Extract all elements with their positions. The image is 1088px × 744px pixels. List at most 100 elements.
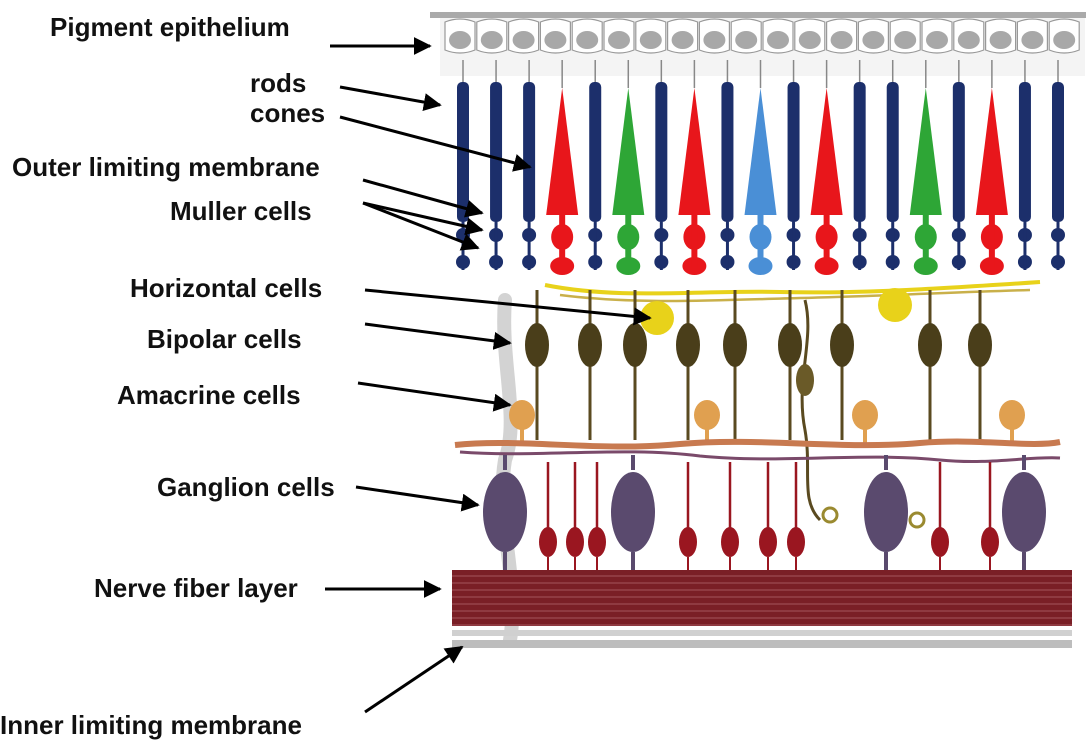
pigment-nucleus xyxy=(449,31,471,49)
pigment-nucleus xyxy=(862,31,884,49)
cone-outer-segment xyxy=(546,88,578,215)
label-muller-cells: Muller cells xyxy=(170,198,312,224)
label-rods: rods xyxy=(250,70,306,96)
label-outer-limiting-membrane: Outer limiting membrane xyxy=(12,154,320,180)
pigment-nucleus xyxy=(799,31,821,49)
bipolar-cell xyxy=(723,323,747,367)
pigment-nucleus xyxy=(481,31,503,49)
red-cell xyxy=(759,527,777,557)
ganglion-cells-arrow xyxy=(356,487,478,505)
bipolar-cell xyxy=(525,323,549,367)
ganglion-cell xyxy=(611,472,655,552)
pigment-nucleus xyxy=(1021,31,1043,49)
red-cell xyxy=(787,527,805,557)
pigment-nucleus xyxy=(894,31,916,49)
red-cone xyxy=(546,60,578,275)
bipolar-cell xyxy=(796,364,814,396)
inner-limiting-membrane-arrow xyxy=(365,647,462,712)
rod-outer-segment xyxy=(523,82,535,222)
rod xyxy=(886,60,900,270)
pigment-nucleus xyxy=(608,31,630,49)
rod-outer-segment xyxy=(1052,82,1064,222)
cone-outer-segment xyxy=(811,88,843,215)
rod-outer-segment xyxy=(953,82,965,222)
red-cell xyxy=(721,527,739,557)
ganglion-cell xyxy=(864,472,908,552)
ganglion-cell xyxy=(483,472,527,552)
pigment-nucleus xyxy=(672,31,694,49)
inner-limiting-membrane-band xyxy=(452,640,1072,648)
ring-cell xyxy=(910,513,924,527)
red-cone xyxy=(678,60,710,275)
label-horizontal-cells: Horizontal cells xyxy=(130,275,322,301)
bipolar-cell xyxy=(578,323,602,367)
rod-outer-segment xyxy=(655,82,667,222)
inner-plexiform-band xyxy=(455,442,1060,447)
amacrine-cell xyxy=(509,400,535,430)
label-bipolar-cells: Bipolar cells xyxy=(147,326,302,352)
cone-outer-segment xyxy=(910,88,942,215)
bipolar-cell xyxy=(778,323,802,367)
pigment-nucleus xyxy=(958,31,980,49)
rod xyxy=(588,60,602,270)
amacrine-cells-arrow xyxy=(358,383,510,405)
bipolar-cell xyxy=(676,323,700,367)
label-amacrine-cells: Amacrine cells xyxy=(117,382,301,408)
bipolar-cell xyxy=(918,323,942,367)
pigment-nucleus xyxy=(640,31,662,49)
blue-cone xyxy=(745,60,777,275)
nerve-fiber-band xyxy=(452,570,1072,648)
top-border xyxy=(430,12,1086,18)
cone-outer-segment xyxy=(678,88,710,215)
label-pigment-epithelium: Pigment epithelium xyxy=(50,14,290,40)
pigment-nucleus xyxy=(990,31,1012,49)
rod xyxy=(952,60,966,270)
ring-cell xyxy=(823,508,837,522)
ganglion-cell xyxy=(1002,472,1046,552)
red-cell xyxy=(931,527,949,557)
red-cell xyxy=(566,527,584,557)
red-cell xyxy=(588,527,606,557)
rod xyxy=(654,60,668,270)
cone-outer-segment xyxy=(745,88,777,215)
inner-nuclear-layer xyxy=(455,282,1060,520)
rod-outer-segment xyxy=(788,82,800,222)
amacrine-cell xyxy=(999,400,1025,430)
red-cell xyxy=(981,527,999,557)
green-cone xyxy=(910,60,942,275)
rod xyxy=(720,60,734,270)
red-cone xyxy=(811,60,843,275)
inner-limiting-membrane-band xyxy=(452,630,1072,636)
bipolar-cell xyxy=(623,323,647,367)
bipolar-cells-arrow xyxy=(365,324,510,343)
rod-outer-segment xyxy=(589,82,601,222)
pigment-nucleus xyxy=(767,31,789,49)
ganglion-cell-layer xyxy=(483,455,1046,575)
label-nerve-fiber-layer: Nerve fiber layer xyxy=(94,575,298,601)
rod-outer-segment xyxy=(887,82,899,222)
rod xyxy=(853,60,867,270)
pigment-nucleus xyxy=(576,31,598,49)
rod-outer-segment xyxy=(1019,82,1031,222)
rod xyxy=(489,60,503,270)
amacrine-cell xyxy=(852,400,878,430)
inner-plexiform-band xyxy=(460,452,1060,462)
rods-arrow xyxy=(340,87,440,105)
red-cell xyxy=(539,527,557,557)
photoreceptor-layer xyxy=(456,60,1065,275)
bipolar-axon xyxy=(802,300,820,520)
label-inner-limiting-membrane: Inner limiting membrane xyxy=(0,712,302,738)
red-cone xyxy=(976,60,1008,275)
label-ganglion-cells: Ganglion cells xyxy=(157,474,335,500)
bipolar-cell xyxy=(968,323,992,367)
pigment-nucleus xyxy=(703,31,725,49)
pigment-nucleus xyxy=(735,31,757,49)
bipolar-cell xyxy=(830,323,854,367)
rod xyxy=(1051,60,1065,270)
pigment-nucleus xyxy=(926,31,948,49)
red-cell xyxy=(679,527,697,557)
pigment-nucleus xyxy=(831,31,853,49)
rod xyxy=(456,60,470,270)
